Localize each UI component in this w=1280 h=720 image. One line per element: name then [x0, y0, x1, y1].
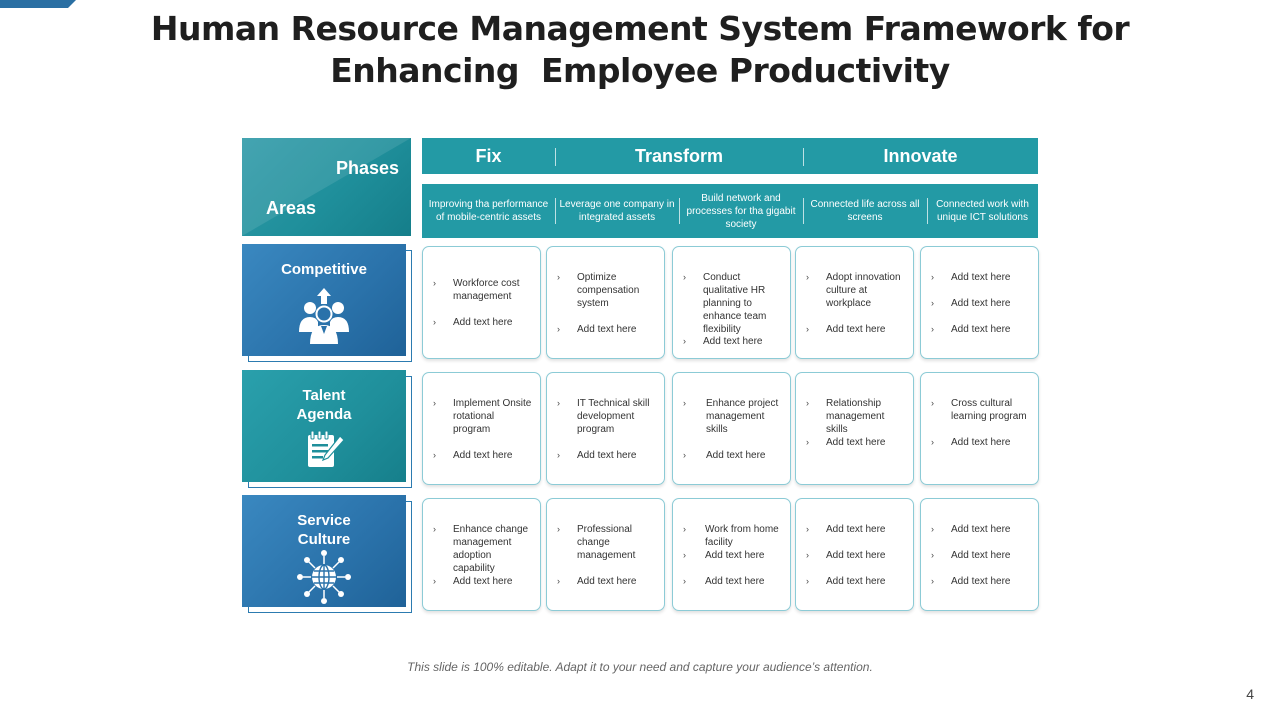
list-item: ›Optimize compensation system: [557, 272, 640, 309]
list-item: ›Add text here: [557, 450, 637, 461]
list-item: ›Add text here: [806, 437, 886, 448]
cell-talent-transform-1: ›IT Technical skill development program …: [546, 372, 665, 485]
phase-fix: Fix: [475, 146, 502, 166]
cell-talent-transform-2: ›Enhance project management skills ›Add …: [672, 372, 791, 485]
phases-bar: Fix Transform Innovate: [422, 138, 1038, 174]
cell-service-innovate-2: ›Add text here ›Add text here ›Add text …: [920, 498, 1039, 611]
list-item: ›Work from home facility: [683, 524, 779, 548]
area-title: Talent Agenda: [296, 387, 352, 423]
cell-competitive-transform-2: ›Conduct qualitative HR planning to enha…: [672, 246, 791, 359]
description-divider: [803, 198, 804, 224]
list-item: ›Add text here: [806, 324, 886, 335]
title-line-2: Enhancing Employee Productivity: [330, 51, 950, 90]
cell-service-fix: ›Enhance change management adoption capa…: [422, 498, 541, 611]
cell-talent-fix: ›Implement Onsite rotational program ›Ad…: [422, 372, 541, 485]
team-growth-icon: [294, 286, 354, 351]
phases-label: Phases: [335, 158, 399, 178]
areas-label: Areas: [266, 198, 317, 218]
list-item: ›Add text here: [433, 317, 513, 328]
list-item: ›Add text here: [557, 576, 637, 587]
cell-service-transform-2: ›Work from home facility ›Add text here …: [672, 498, 791, 611]
list-item: ›Add text here: [931, 576, 1011, 587]
list-item: ›Add text here: [683, 336, 763, 347]
cell-competitive-transform-1: ›Optimize compensation system ›Add text …: [546, 246, 665, 359]
phase-divider: [803, 148, 804, 166]
phase-description: Improving tha performance of mobile-cent…: [428, 199, 549, 223]
cell-service-transform-1: ›Professional change management ›Add tex…: [546, 498, 665, 611]
list-item: ›Implement Onsite rotational program: [433, 398, 532, 435]
list-item: ›Add text here: [683, 550, 765, 561]
list-item: ›Workforce cost management: [433, 278, 520, 302]
cell-service-innovate-1: ›Add text here ›Add text here ›Add text …: [795, 498, 914, 611]
list-item: ›Add text here: [806, 550, 886, 561]
cell-competitive-innovate-2: ›Add text here ›Add text here ›Add text …: [920, 246, 1039, 359]
list-item: ›Add text here: [931, 272, 1011, 283]
list-item: ›Add text here: [683, 450, 766, 461]
title-line-1: Human Resource Management System Framewo…: [150, 9, 1130, 48]
phase-description: Leverage one company in integrated asset…: [559, 199, 675, 223]
phase-transform: Transform: [634, 146, 724, 166]
area-card: Competitive: [242, 244, 406, 356]
slide-title: Human Resource Management System Framewo…: [0, 8, 1280, 92]
cell-talent-innovate-1: ›Relationship management skills ›Add tex…: [795, 372, 914, 485]
cell-competitive-fix: ›Workforce cost management ›Add text her…: [422, 246, 541, 359]
list-item: ›Add text here: [806, 524, 886, 535]
phase-description: Build network and processes for tha giga…: [686, 192, 796, 230]
list-item: ›Add text here: [931, 550, 1011, 561]
area-card: Service Culture: [242, 495, 406, 607]
phase-divider: [555, 148, 556, 166]
page-number: 4: [1246, 686, 1254, 702]
list-item: ›Add text here: [557, 324, 637, 335]
description-divider: [679, 198, 680, 224]
list-item: ›Cross cultural learning program: [931, 398, 1027, 422]
description-divider: [927, 198, 928, 224]
area-title: Competitive: [281, 261, 367, 278]
cell-talent-innovate-2: ›Cross cultural learning program ›Add te…: [920, 372, 1039, 485]
list-item: ›IT Technical skill development program: [557, 398, 650, 435]
notepad-pen-icon: [302, 430, 346, 475]
list-item: ›Add text here: [931, 298, 1011, 309]
footer-note: This slide is 100% editable. Adapt it to…: [407, 660, 873, 674]
list-item: ›Adopt innovation culture at workplace: [806, 272, 901, 309]
descriptions-bar: Improving tha performance of mobile-cent…: [422, 184, 1038, 238]
phases-areas-header: Phases Areas: [242, 138, 411, 236]
list-item: ›Relationship management skills: [806, 398, 885, 435]
area-service-culture: Service Culture: [242, 495, 412, 613]
list-item: ›Add text here: [433, 450, 513, 461]
area-card: Talent Agenda: [242, 370, 406, 482]
list-item: ›Add text here: [433, 576, 513, 587]
phase-description: Connected work with unique ICT solutions: [936, 199, 1029, 223]
list-item: ›Enhance project management skills: [683, 398, 779, 435]
area-talent-agenda: Talent Agenda: [242, 370, 412, 488]
cell-competitive-innovate-1: ›Adopt innovation culture at workplace ›…: [795, 246, 914, 359]
area-title: Service Culture: [297, 512, 351, 548]
list-item: ›Enhance change management adoption capa…: [433, 524, 529, 574]
phase-description: Connected life across all screens: [810, 199, 920, 223]
area-competitive: Competitive: [242, 244, 412, 362]
phase-innovate: Innovate: [883, 146, 958, 166]
list-item: ›Add text here: [806, 576, 886, 587]
list-item: ›Professional change management: [557, 524, 636, 561]
list-item: ›Add text here: [931, 437, 1011, 448]
list-item: ›Add text here: [931, 524, 1011, 535]
list-item: ›Add text here: [683, 576, 765, 587]
list-item: ›Add text here: [931, 324, 1011, 335]
globe-network-icon: [296, 549, 352, 610]
description-divider: [555, 198, 556, 224]
list-item: ›Conduct qualitative HR planning to enha…: [683, 272, 767, 335]
